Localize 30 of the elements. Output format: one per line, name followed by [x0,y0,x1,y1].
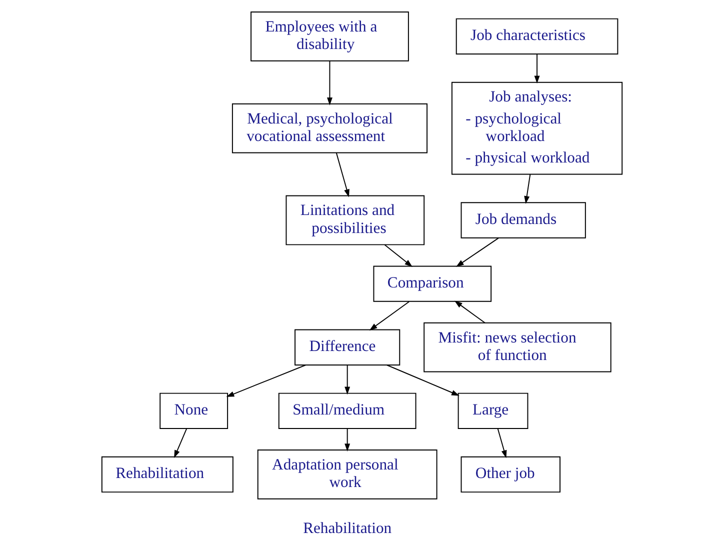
arrow [454,300,485,324]
node-box: Job analyses: - psychological workload - physical workload [450,82,622,175]
arrow [174,428,187,458]
arrow [384,244,412,267]
node-box: Rehabilitation [100,456,233,493]
node-label: Rehabilitation [302,520,392,537]
arrow [534,54,540,84]
node-box: Employees with a disability [250,12,408,62]
node-box: Misfit: news selection of function [423,322,611,372]
node-box: Large [457,392,528,429]
node-box: Adaptation personal work [256,450,437,500]
arrow [386,364,459,396]
arrow [455,238,498,267]
node-box: Small/medium [278,392,416,429]
arrow [226,364,306,397]
node-box: Difference [294,329,400,366]
arrow [368,301,410,330]
arrow [344,428,350,452]
node-box: Medical, psychological vocational assessment [231,103,427,154]
node-box: Comparison [372,266,492,302]
node-box: Other job [460,456,560,493]
arrow [524,174,530,204]
node-box: Job demands [460,202,586,238]
arrow [335,152,349,198]
node-box: Linitations and possibilities [285,195,424,246]
arrow [326,60,332,106]
arrow [496,428,506,458]
node-box: Job characteristics [455,18,618,55]
node-box: None [159,392,228,429]
arrow [344,364,350,395]
